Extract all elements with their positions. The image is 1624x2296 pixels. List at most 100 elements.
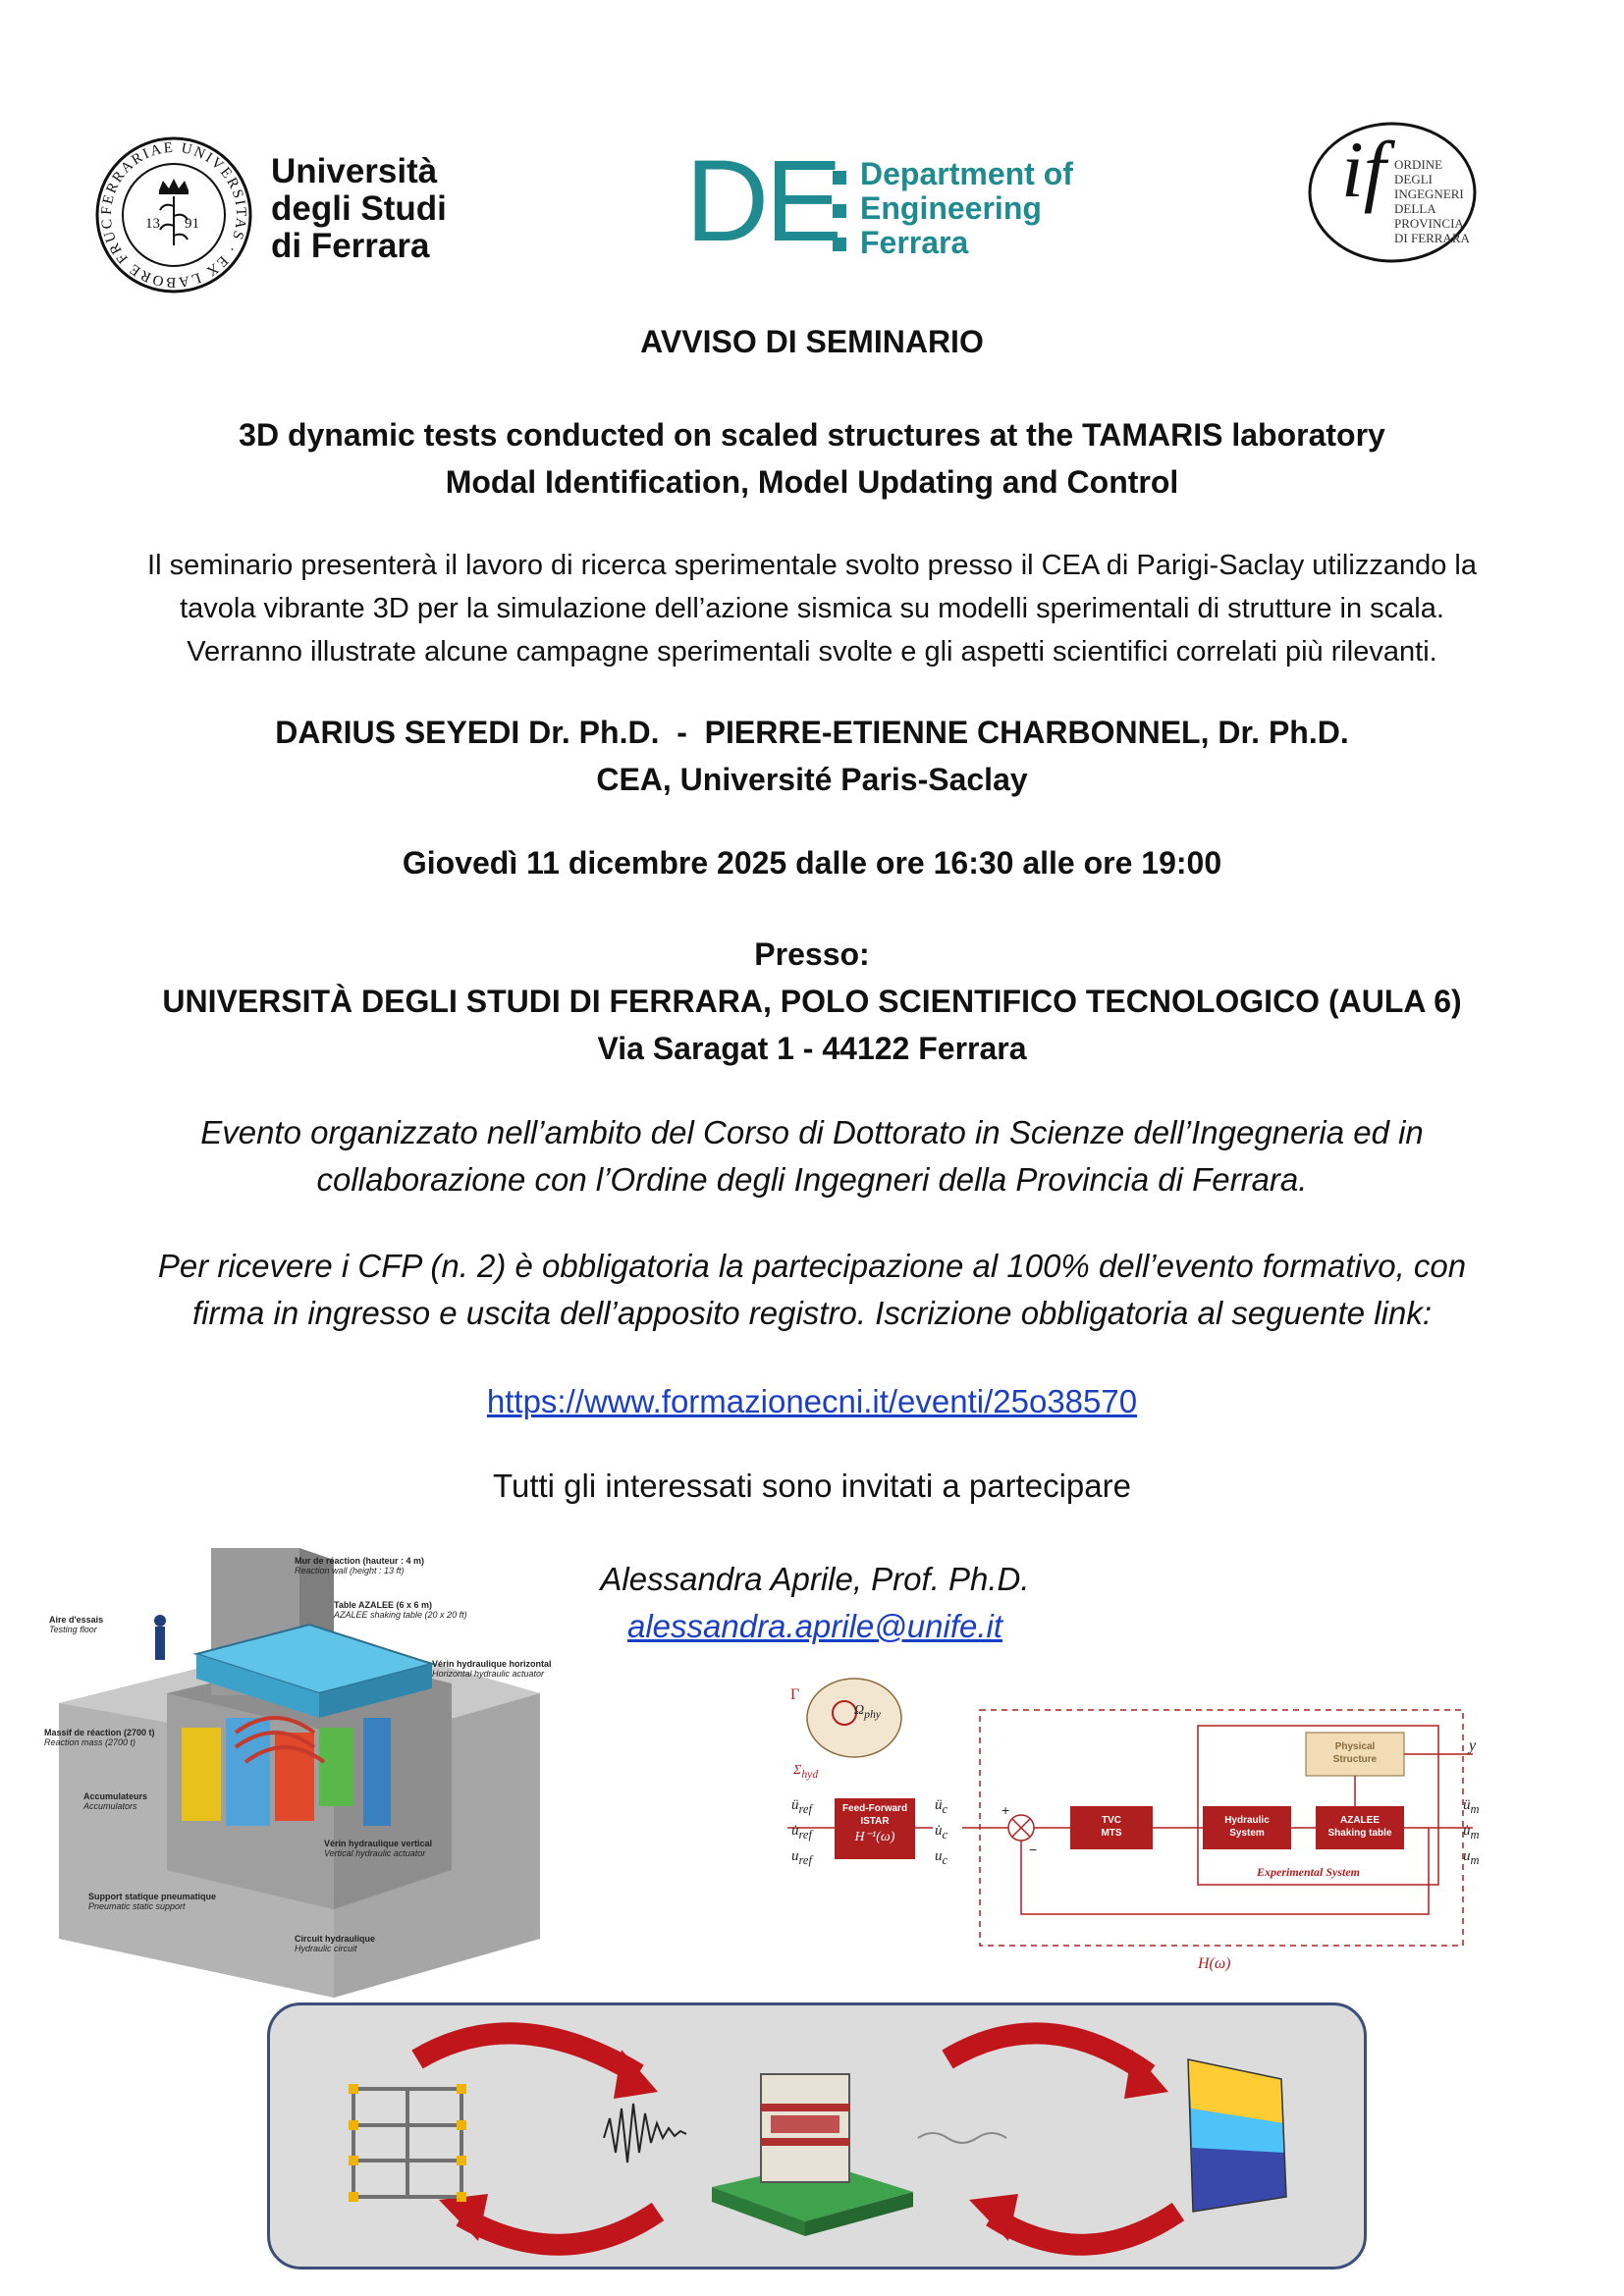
label-floor: Aire d'essais (49, 1615, 104, 1625)
uc-1: ü (935, 1797, 943, 1813)
phys-line2: Structure (1332, 1754, 1378, 1765)
seminar-title-line2: Modal Identification, Model Updating and… (445, 464, 1179, 500)
label-acc-en: Accumulators (83, 1801, 137, 1811)
label-support-en: Pneumatic static support (88, 1901, 186, 1911)
ordine-line5: PROVINCIA (1394, 216, 1464, 231)
omega-label: Ω (854, 1703, 865, 1718)
label-acc: Accumulateurs (83, 1791, 148, 1801)
affiliation: CEA, Université Paris-Saclay (596, 762, 1028, 797)
uc-3: u (935, 1848, 943, 1864)
label-floor-en: Testing floor (49, 1625, 97, 1634)
specimen-on-table-icon (712, 2073, 913, 2236)
label-circuit-en: Hydraulic circuit (295, 1944, 357, 1953)
minus-sign: − (1029, 1842, 1038, 1857)
tvc-line2: MTS (1101, 1828, 1122, 1839)
invite-text: Tutti gli interessati sono invitati a pa… (493, 1468, 1131, 1504)
label-circuit: Circuit hydraulique (295, 1934, 376, 1944)
ordine-line6: DI FERRARA (1394, 231, 1470, 245)
venue-line2: Via Saragat 1 - 44122 Ferrara (597, 1031, 1027, 1066)
seismic-signal-icon (603, 2103, 687, 2163)
input-3: u (791, 1848, 799, 1864)
unife-seal-right: 91 (185, 216, 199, 232)
hyd-line1: Hydraulic (1224, 1815, 1270, 1826)
output-2: u̇ (1463, 1823, 1471, 1839)
ordine-line3: INGEGNERI (1394, 187, 1464, 201)
speakers: DARIUS SEYEDI Dr. Ph.D. - PIERRE-ETIENNE… (275, 715, 1349, 750)
label-mass: Massif de réaction (2700 t) (44, 1728, 155, 1737)
abstract-line2: tavola vibrante 3D per la simulazione de… (180, 593, 1444, 624)
arrow-bottom-right (986, 2202, 1185, 2256)
plus-sign: + (1001, 1802, 1010, 1818)
event-line2: collaborazione con l’Ordine degli Ingegn… (316, 1161, 1308, 1198)
lab-cutaway-figure: Mur de réaction (hauteur : 4 m) Reaction… (39, 1546, 560, 1998)
unife-name-line3: di Ferrara (271, 227, 430, 265)
label-wall: Mur de réaction (hauteur : 4 m) (295, 1556, 425, 1566)
unife-seal-left: 13 (145, 216, 160, 232)
ordine-line4: DELLA (1394, 201, 1436, 216)
label-hact-en: Horizontal hydraulic actuator (432, 1669, 545, 1679)
ff-line2: ISTAR (860, 1816, 890, 1827)
hyd-line2: System (1229, 1828, 1265, 1839)
uc-2: u̇ (935, 1823, 943, 1839)
abstract-line1: Il seminario presenterà il lavoro di ric… (147, 550, 1477, 581)
label-vact-en: Vertical hydraulic actuator (324, 1848, 426, 1858)
ordine-ring-icon (1308, 122, 1477, 263)
label-support: Support statique pneumatique (88, 1892, 217, 1901)
cfp-line1: Per ricevere i CFP (n. 2) è obbligatoria… (157, 1248, 1467, 1284)
unife-name-line2: degli Studi (271, 189, 447, 228)
seminar-date: Giovedì 11 dicembre 2025 dalle ore 16:30… (402, 845, 1222, 881)
de-logo: DE Department of Engineering Ferrara (685, 143, 1098, 265)
abstract-line3: Verranno illustrate alcune campagne sper… (187, 636, 1437, 667)
label-wall-en: Reaction wall (height : 13 ft) (295, 1566, 405, 1575)
contact-email-link[interactable]: alessandra.aprile@unife.it (626, 1608, 1003, 1644)
de-mark: DE (685, 136, 842, 266)
registration-link[interactable]: https://www.formazionecni.it/eventi/25o3… (486, 1383, 1138, 1419)
input-2: u̇ (791, 1823, 799, 1839)
frame-model-icon (352, 2087, 463, 2199)
arrow-bottom-left (456, 2202, 665, 2256)
azalee-line1: AZALEE (1340, 1815, 1380, 1826)
cfp-line2: firma in ingresso e uscita dell’apposito… (192, 1295, 1432, 1331)
gamma-label: Γ (790, 1686, 800, 1703)
event-line1: Evento organizzato nell’ambito del Corso… (200, 1114, 1424, 1150)
sigma-sub: hyd (801, 1767, 819, 1781)
ordine-line2: DEGLI (1394, 172, 1433, 187)
control-block-diagram: Γ Ωphy Σhyd üref u̇ref uref Feed-Forward… (785, 1669, 1502, 1993)
unife-logo: FERRARIAE UNIVERSITAS · EX LABORE FRUCTU… (94, 135, 487, 294)
fe-mode-shape-icon (1187, 2058, 1287, 2213)
arrow-top-right (942, 2022, 1156, 2083)
output-y: y (1469, 1737, 1477, 1754)
de-line3: Ferrara (860, 225, 969, 260)
label-table: Table AZALEE (6 x 6 m) (334, 1600, 433, 1610)
input-1: ü (791, 1797, 799, 1813)
ordine-logo: if ORDINE DEGLI INGEGNERI DELLA PROVINCI… (1306, 118, 1492, 265)
ordine-mark: if (1341, 125, 1386, 214)
process-panel (267, 2002, 1367, 2269)
azalee-line2: Shaking table (1327, 1828, 1392, 1839)
label-hact: Vérin hydraulique horizontal (432, 1659, 552, 1669)
tvc-line1: TVC (1102, 1815, 1121, 1826)
label-mass-en: Reaction mass (2700 t) (44, 1737, 136, 1747)
contact-name: Alessandra Aprile, Prof. Ph.D. (600, 1561, 1030, 1597)
arrow-top-left (411, 2022, 644, 2084)
unife-seal-icon: FERRARIAE UNIVERSITAS · EX LABORE FRUCTU… (94, 135, 252, 294)
notice-heading: AVVISO DI SEMINARIO (640, 324, 984, 359)
label-vact: Vérin hydraulique vertical (324, 1839, 433, 1848)
de-line2: Engineering (860, 190, 1042, 226)
sigma-label: Σ (793, 1763, 802, 1778)
omega-sub: phy (864, 1707, 881, 1721)
output-1: ü (1463, 1797, 1471, 1813)
unife-name-line1: Università (271, 152, 438, 190)
ff-line3: H⁻¹(ω) (854, 1830, 895, 1844)
venue-line1: UNIVERSITÀ DEGLI STUDI DI FERRARA, POLO … (162, 984, 1462, 1019)
transfer-function-label: H(ω) (1198, 1955, 1231, 1972)
label-table-en: AZALEE shaking table (20 x 20 ft) (334, 1610, 467, 1620)
ordine-line1: ORDINE (1394, 157, 1443, 172)
output-3: u (1463, 1848, 1471, 1864)
seminar-title-line1: 3D dynamic tests conducted on scaled str… (239, 417, 1385, 453)
experimental-system-label: Experimental System (1257, 1865, 1360, 1879)
de-line1: Department of (860, 156, 1073, 191)
venue-label: Presso: (754, 936, 870, 972)
phys-line1: Physical (1334, 1741, 1376, 1752)
ff-line1: Feed-Forward (841, 1803, 908, 1814)
